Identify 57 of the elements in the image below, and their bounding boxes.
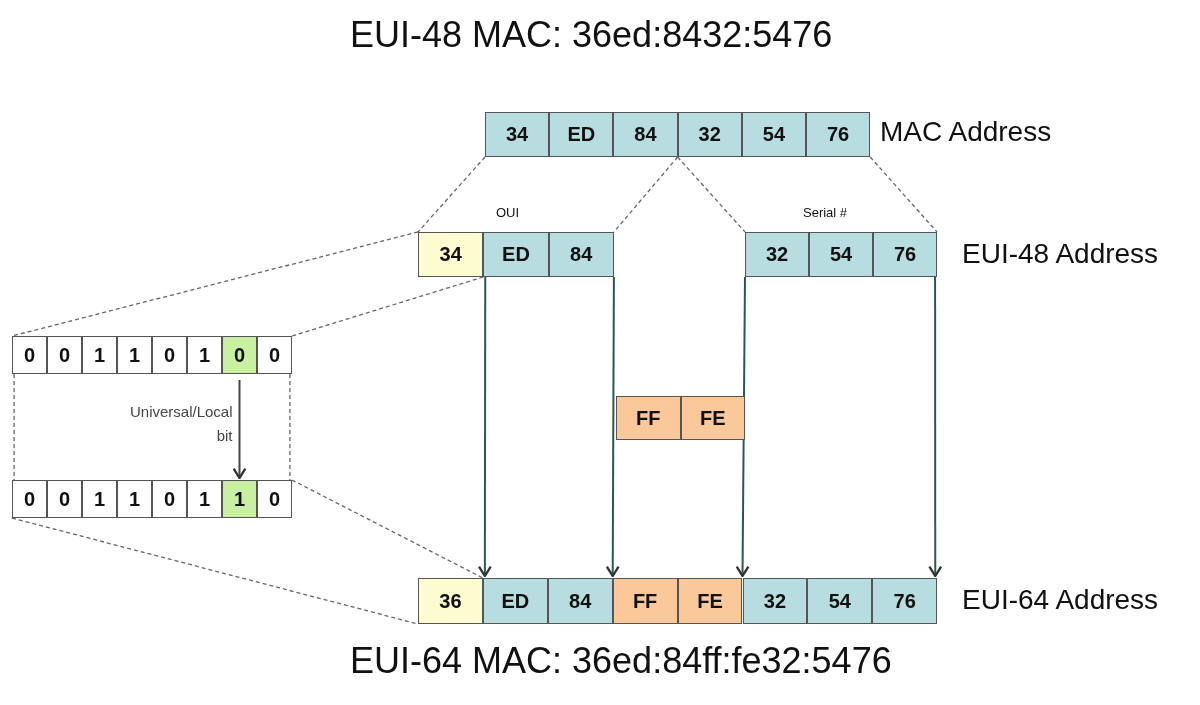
title: EUI-48 MAC: 36ed:8432:5476 <box>350 14 833 56</box>
byte-cell: 34 <box>485 112 550 157</box>
byte-cell: 54 <box>741 112 806 157</box>
bit-cell: 1 <box>117 480 152 518</box>
bit-cell: 0 <box>257 480 292 518</box>
row-label: EUI-48 Address <box>962 238 1159 270</box>
byte-cell: 34 <box>418 232 484 277</box>
bit-cell: 0 <box>222 336 257 374</box>
byte-cell: 76 <box>872 578 938 624</box>
bit-cell: 0 <box>257 336 292 374</box>
byte-cell: FE <box>680 396 745 440</box>
byte-cell: ED <box>482 578 548 624</box>
dashed-line <box>291 479 484 579</box>
bit-cell: 0 <box>47 480 82 518</box>
bit-cell: 1 <box>187 480 222 518</box>
byte-cell: 84 <box>547 578 613 624</box>
edge-label: Universal/Local bit <box>128 402 233 446</box>
byte-cell: 54 <box>809 232 873 277</box>
dashed-line <box>869 156 938 233</box>
dashed-line <box>291 276 484 337</box>
bit-cell: 0 <box>12 480 47 518</box>
byte-cell: 36 <box>418 578 483 624</box>
byte-cell: 32 <box>677 112 742 157</box>
arrow <box>477 276 492 578</box>
arrow <box>232 379 247 480</box>
dashed-line <box>613 156 679 233</box>
arrow <box>605 276 620 578</box>
byte-cell: 76 <box>806 112 871 157</box>
bit-cell: 0 <box>152 336 187 374</box>
bit-cell: 1 <box>82 480 117 518</box>
group-label: Serial # <box>803 205 848 220</box>
row-label: MAC Address <box>880 116 1052 148</box>
byte-cell: 84 <box>613 112 678 157</box>
row-label: EUI-64 Address <box>962 584 1159 616</box>
arrow <box>928 276 943 578</box>
bit-cell: 1 <box>222 480 257 518</box>
bit-cell: 0 <box>12 336 47 374</box>
byte-cell: ED <box>549 112 614 157</box>
byte-cell: 32 <box>742 578 808 624</box>
byte-cell: FF <box>612 578 678 624</box>
dashed-line <box>417 156 486 233</box>
byte-cell: ED <box>483 232 549 277</box>
bit-cell: 1 <box>82 336 117 374</box>
group-label: OUI <box>496 205 520 220</box>
caption: EUI-64 MAC: 36ed:84ff:fe32:5476 <box>350 640 892 682</box>
byte-cell: 32 <box>745 232 809 277</box>
bit-cell: 1 <box>187 336 222 374</box>
byte-cell: 54 <box>807 578 873 624</box>
byte-cell: 84 <box>548 232 614 277</box>
byte-cell: 76 <box>873 232 937 277</box>
bit-cell: 1 <box>117 336 152 374</box>
bit-cell: 0 <box>47 336 82 374</box>
bit-cell: 0 <box>152 480 187 518</box>
dashed-line <box>11 231 419 337</box>
byte-cell: FF <box>616 396 681 440</box>
dashed-line <box>676 156 746 233</box>
byte-cell: FE <box>677 578 743 624</box>
